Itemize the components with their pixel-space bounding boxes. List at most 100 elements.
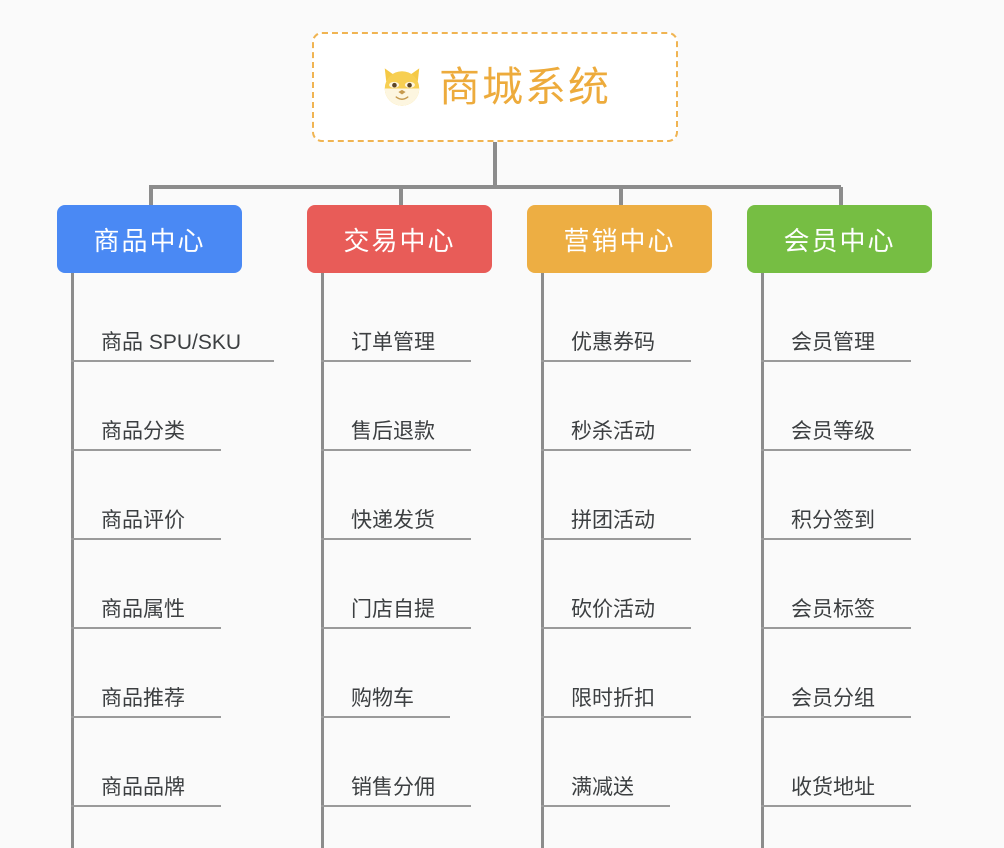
category-column-marketing-center: 营销中心 优惠券码 秒杀活动 拼团活动 砍价活动 限时折扣: [527, 205, 727, 848]
leaf-item[interactable]: 积分签到: [747, 451, 947, 540]
leaf-item[interactable]: 售后退款: [307, 362, 507, 451]
root-title: 商城系统: [439, 63, 611, 110]
leaf-item[interactable]: 收货地址: [747, 718, 947, 807]
leaf-rule: [71, 449, 221, 451]
category-column-product-center: 商品中心 商品 SPU/SKU 商品分类 商品评价 商品属性 商品推荐: [57, 205, 274, 848]
leaf-rule: [761, 538, 911, 540]
leaf-label: 积分签到: [791, 509, 875, 532]
leaf-item[interactable]: 会员等级: [747, 362, 947, 451]
leaf-item[interactable]: 订单管理: [307, 273, 507, 362]
leaf-rule: [541, 805, 670, 807]
leaf-item[interactable]: 购物车: [307, 629, 507, 718]
leaf-label: 商品分类: [101, 420, 185, 443]
category-header-label: 营销中心: [563, 225, 676, 256]
leaf-rule: [321, 449, 471, 451]
leaf-rule: [71, 716, 221, 718]
leaf-rule: [541, 538, 691, 540]
connector-horizontal-bar: [149, 185, 841, 189]
leaf-label: 优惠券码: [571, 331, 655, 354]
leaf-item[interactable]: 销售分佣: [307, 718, 507, 807]
leaf-rule: [541, 716, 691, 718]
column-spine: [761, 273, 764, 848]
leaf-rule: [541, 360, 691, 362]
leaf-rule: [321, 360, 471, 362]
leaf-item[interactable]: 会员管理: [747, 273, 947, 362]
leaf-rule: [541, 627, 691, 629]
category-header-label: 商品中心: [93, 225, 206, 256]
category-column-trade-center: 交易中心 订单管理 售后退款 快递发货 门店自提 购物车: [307, 205, 507, 848]
connector-drop-2: [399, 187, 403, 207]
leaf-item[interactable]: 秒杀活动: [527, 362, 727, 451]
connector-drop-1: [149, 187, 153, 207]
leaf-rule: [321, 716, 450, 718]
connector-root-stem: [493, 142, 497, 187]
leaf-list-marketing-center: 优惠券码 秒杀活动 拼团活动 砍价活动 限时折扣 满减送: [527, 273, 727, 807]
leaf-label: 快递发货: [351, 509, 435, 532]
root-node[interactable]: 商城系统: [312, 32, 678, 142]
leaf-item[interactable]: 砍价活动: [527, 540, 727, 629]
category-column-member-center: 会员中心 会员管理 会员等级 积分签到 会员标签 会员分组: [747, 205, 947, 848]
leaf-item[interactable]: 商品评价: [57, 451, 257, 540]
leaf-rule: [71, 538, 221, 540]
leaf-item[interactable]: 会员分组: [747, 629, 947, 718]
leaf-item[interactable]: 商品分类: [57, 362, 257, 451]
leaf-item[interactable]: 会员标签: [747, 540, 947, 629]
leaf-label: 会员标签: [791, 598, 875, 621]
leaf-label: 销售分佣: [351, 776, 435, 799]
leaf-rule: [761, 360, 911, 362]
leaf-item[interactable]: 满减送: [527, 718, 727, 807]
leaf-label: 限时折扣: [571, 687, 655, 710]
column-spine: [71, 273, 74, 848]
leaf-label: 砍价活动: [571, 598, 655, 621]
column-spine: [321, 273, 324, 848]
leaf-item[interactable]: 商品 SPU/SKU: [57, 273, 274, 362]
leaf-label: 收货地址: [791, 776, 875, 799]
connector-drop-3: [619, 187, 623, 207]
leaf-label: 秒杀活动: [571, 420, 655, 443]
leaf-label: 会员管理: [791, 331, 875, 354]
leaf-rule: [761, 805, 911, 807]
leaf-rule: [541, 449, 691, 451]
leaf-item[interactable]: 商品推荐: [57, 629, 257, 718]
leaf-label: 商品 SPU/SKU: [101, 331, 242, 354]
category-header-member-center[interactable]: 会员中心: [747, 205, 932, 273]
leaf-label: 售后退款: [351, 420, 435, 443]
leaf-item[interactable]: 商品属性: [57, 540, 257, 629]
shiba-dog-face-icon: [384, 68, 420, 106]
leaf-label: 商品属性: [101, 598, 185, 621]
leaf-label: 门店自提: [351, 598, 435, 621]
leaf-label: 会员等级: [791, 420, 875, 443]
leaf-item[interactable]: 商品品牌: [57, 718, 257, 807]
leaf-list-trade-center: 订单管理 售后退款 快递发货 门店自提 购物车 销售分佣: [307, 273, 507, 807]
leaf-rule: [71, 627, 221, 629]
leaf-rule: [761, 716, 911, 718]
category-header-label: 会员中心: [783, 225, 896, 256]
category-header-label: 交易中心: [343, 225, 456, 256]
column-spine: [541, 273, 544, 848]
leaf-item[interactable]: 门店自提: [307, 540, 507, 629]
leaf-label: 商品品牌: [101, 776, 185, 799]
connector-drop-4: [839, 187, 843, 207]
leaf-label: 购物车: [351, 687, 414, 710]
leaf-list-member-center: 会员管理 会员等级 积分签到 会员标签 会员分组 收货地址: [747, 273, 947, 807]
leaf-label: 会员分组: [791, 687, 875, 710]
leaf-rule: [761, 627, 911, 629]
category-header-marketing-center[interactable]: 营销中心: [527, 205, 712, 273]
leaf-label: 订单管理: [351, 331, 435, 354]
leaf-item[interactable]: 优惠券码: [527, 273, 727, 362]
leaf-rule: [71, 360, 274, 362]
leaf-rule: [321, 627, 471, 629]
leaf-label: 商品推荐: [101, 687, 185, 710]
category-header-trade-center[interactable]: 交易中心: [307, 205, 492, 273]
leaf-item[interactable]: 拼团活动: [527, 451, 727, 540]
leaf-label: 商品评价: [101, 509, 185, 532]
leaf-list-product-center: 商品 SPU/SKU 商品分类 商品评价 商品属性 商品推荐 商品品牌: [57, 273, 274, 807]
leaf-rule: [321, 538, 471, 540]
leaf-rule: [321, 805, 471, 807]
category-header-product-center[interactable]: 商品中心: [57, 205, 242, 273]
leaf-label: 拼团活动: [571, 509, 655, 532]
leaf-item[interactable]: 快递发货: [307, 451, 507, 540]
leaf-item[interactable]: 限时折扣: [527, 629, 727, 718]
leaf-label: 满减送: [571, 776, 634, 799]
